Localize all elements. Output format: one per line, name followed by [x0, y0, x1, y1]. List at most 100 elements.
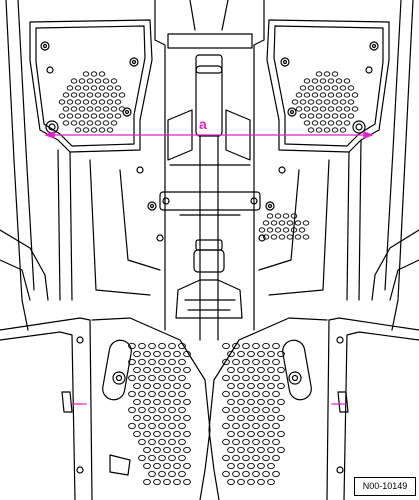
- dimple: [323, 113, 331, 119]
- dimple: [311, 106, 319, 112]
- dimple: [237, 398, 245, 406]
- dimple: [299, 113, 307, 119]
- dimple: [163, 398, 171, 406]
- dimple: [86, 120, 94, 126]
- dimple: [143, 446, 151, 454]
- dimple: [327, 106, 335, 112]
- dimple: [183, 366, 191, 374]
- dimple: [183, 350, 191, 358]
- dimple: [252, 390, 260, 398]
- dimple: [339, 85, 347, 91]
- dimple: [133, 350, 141, 358]
- dimple: [106, 113, 114, 119]
- dimple: [237, 366, 245, 374]
- dimple: [118, 106, 126, 112]
- dimple: [282, 213, 290, 219]
- dimple: [252, 422, 260, 430]
- dimple: [138, 390, 146, 398]
- dimple: [277, 430, 285, 438]
- dimple: [90, 127, 98, 133]
- dimple: [138, 406, 146, 414]
- right-rear-cover: [208, 317, 419, 500]
- dimple: [158, 342, 166, 350]
- dimple: [266, 213, 274, 219]
- dimple: [237, 446, 245, 454]
- dimple: [82, 99, 90, 105]
- dimple: [227, 430, 235, 438]
- dimple: [70, 106, 78, 112]
- dimple: [62, 92, 70, 98]
- dimple: [82, 113, 90, 119]
- dimple: [183, 414, 191, 422]
- dimple: [138, 422, 146, 430]
- dimple: [347, 99, 355, 105]
- dimple: [183, 446, 191, 454]
- dimple: [98, 127, 106, 133]
- dimple: [252, 342, 260, 350]
- dimple: [242, 438, 250, 446]
- dimple: [335, 120, 343, 126]
- dimple: [339, 99, 347, 105]
- dimple: [303, 78, 311, 84]
- dimple: [262, 358, 270, 366]
- dimple: [70, 120, 78, 126]
- dimple: [270, 220, 278, 226]
- dimple: [302, 234, 310, 240]
- dimple: [78, 92, 86, 98]
- dimple: [173, 398, 181, 406]
- dimple: [315, 99, 323, 105]
- dimple: [148, 470, 156, 478]
- center-tunnel: [154, 0, 265, 341]
- dimple: [158, 374, 166, 382]
- dimple: [90, 99, 98, 105]
- dimple: [267, 478, 275, 486]
- dimple: [173, 430, 181, 438]
- dimple: [303, 92, 311, 98]
- dimple: [307, 127, 315, 133]
- dimple: [257, 446, 265, 454]
- dimple: [294, 220, 302, 226]
- dimple: [277, 398, 285, 406]
- dimple: [138, 454, 146, 462]
- dimple: [237, 382, 245, 390]
- dimple: [242, 342, 250, 350]
- dimple: [227, 366, 235, 374]
- dimple: [277, 350, 285, 358]
- dimple: [158, 454, 166, 462]
- dimple: [178, 406, 186, 414]
- dimple: [277, 366, 285, 374]
- dimple: [237, 462, 245, 470]
- dimple: [331, 99, 339, 105]
- dimple: [90, 85, 98, 91]
- dimple: [237, 478, 245, 486]
- dimple: [266, 227, 274, 233]
- dimple: [298, 227, 306, 233]
- dimple: [163, 446, 171, 454]
- dimple-pattern-right: [291, 71, 359, 133]
- dimple: [262, 234, 270, 240]
- dimple: [138, 374, 146, 382]
- dimple: [178, 390, 186, 398]
- dimple: [153, 350, 161, 358]
- dimple: [343, 106, 351, 112]
- dimple: [227, 350, 235, 358]
- dimple: [66, 99, 74, 105]
- dimple: [307, 113, 315, 119]
- dimple: [294, 234, 302, 240]
- dimple: [66, 113, 74, 119]
- dimple: [168, 470, 176, 478]
- dimple: [278, 220, 286, 226]
- dimple: [227, 478, 235, 486]
- dimple: [94, 120, 102, 126]
- dimple: [222, 406, 230, 414]
- dimple: [222, 438, 230, 446]
- dimple: [327, 92, 335, 98]
- dimple: [319, 106, 327, 112]
- dimple: [86, 106, 94, 112]
- dimple: [274, 213, 282, 219]
- dimple: [232, 390, 240, 398]
- dimple: [178, 422, 186, 430]
- dimple: [138, 358, 146, 366]
- dimple: [158, 390, 166, 398]
